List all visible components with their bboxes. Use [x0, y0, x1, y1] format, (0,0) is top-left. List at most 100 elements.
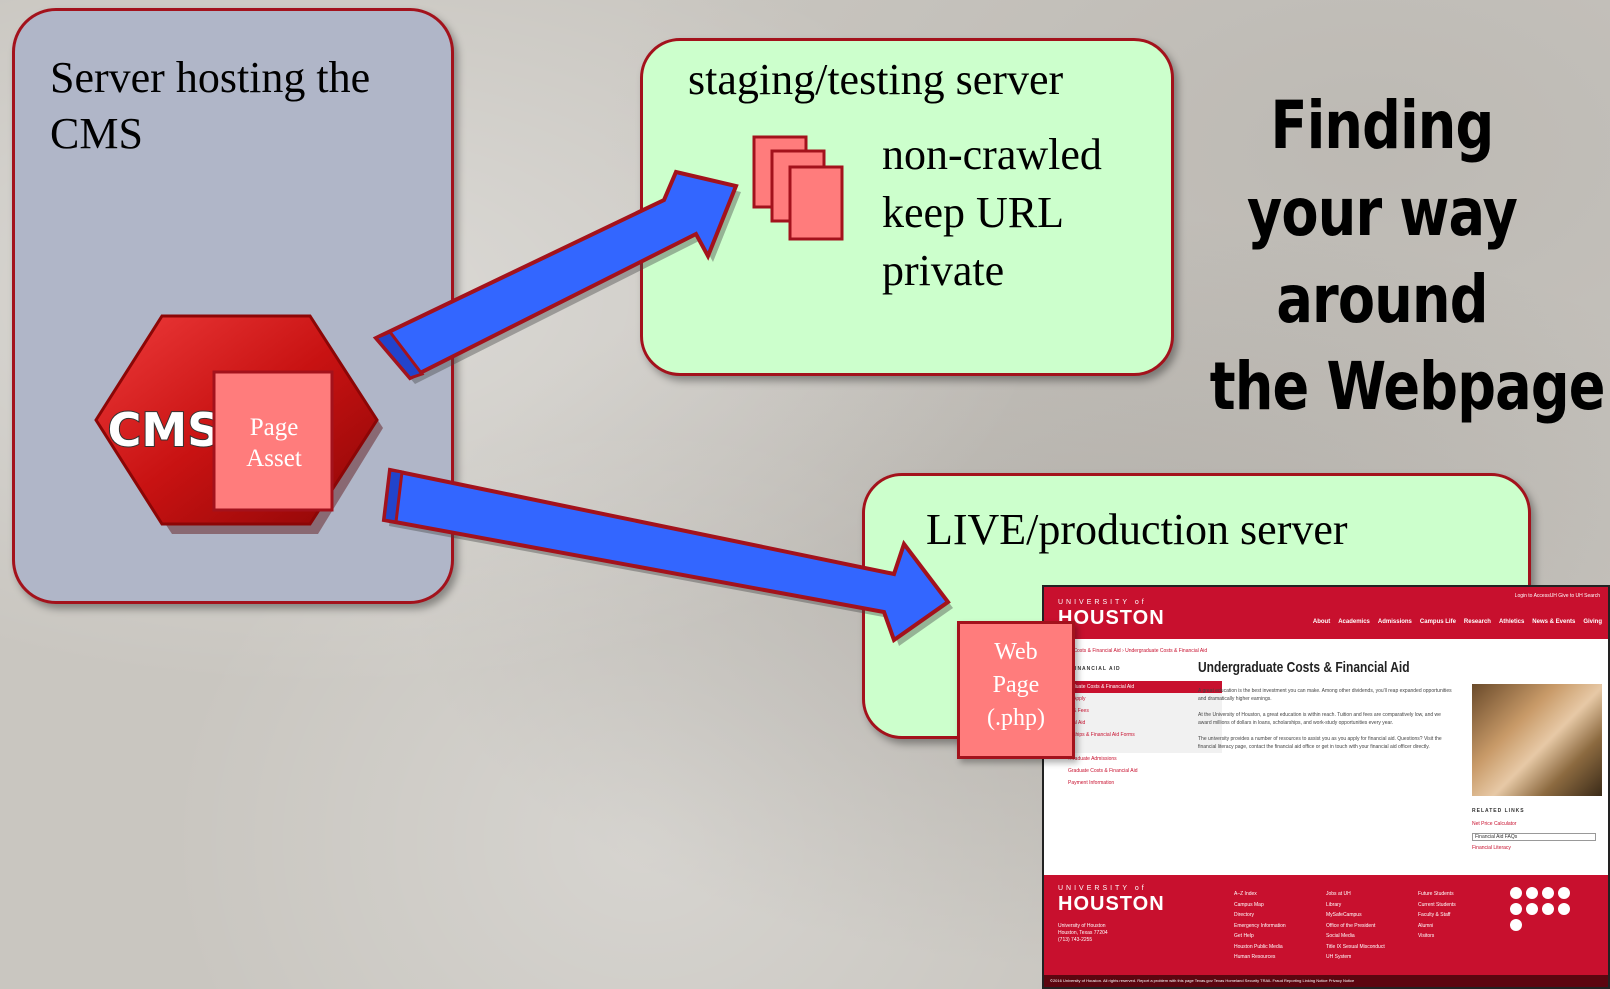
- footer-link: Future Students: [1418, 891, 1454, 897]
- pinterest-icon: [1558, 903, 1570, 915]
- site-sidebar-item: [1064, 741, 1222, 753]
- web-page-label: Web Page (.php): [960, 636, 1072, 735]
- site-nav: About Academics Admissions Campus Life R…: [1313, 619, 1602, 625]
- twitter-icon: [1526, 887, 1538, 899]
- facebook-icon: [1510, 887, 1522, 899]
- site-related-title: RELATED LINKS: [1472, 808, 1525, 814]
- footer-col-3: Future Students Current Students Faculty…: [1418, 889, 1456, 942]
- site-sidebar-item: …ships & Financial Aid Forms: [1064, 729, 1222, 741]
- web-page-line: Web: [994, 639, 1038, 665]
- footer-link: Houston Public Media: [1234, 943, 1283, 950]
- footer-link: MySafeCampus: [1326, 912, 1362, 918]
- site-nav-item: About: [1312, 619, 1331, 625]
- linkedin-icon: [1510, 903, 1522, 915]
- footer-link: Alumni: [1418, 922, 1434, 929]
- site-paragraph: The university provides a number of reso…: [1198, 736, 1442, 750]
- site-sidebar-item: …al Aid: [1064, 717, 1222, 729]
- website-screenshot: UNIVERSITY of HOUSTON Login to AccessUH …: [1042, 585, 1610, 989]
- page-title: Finding your way around the Webpage: [1209, 82, 1606, 430]
- staging-note: non-crawled: [882, 130, 1102, 179]
- footer-logo: HOUSTON: [1058, 893, 1165, 915]
- site-related-link: Financial Aid FAQs: [1472, 833, 1596, 841]
- site-sidebar-item: …raduate Admissions: [1068, 756, 1117, 762]
- site-photo: [1472, 684, 1602, 796]
- footer-link: Human Resources: [1234, 954, 1276, 960]
- title-line: Finding: [1270, 87, 1495, 164]
- site-nav-item: Admissions: [1377, 619, 1412, 625]
- site-nav-item: Athletics: [1498, 619, 1525, 625]
- cms-server-title: Server hosting the CMS: [50, 53, 371, 158]
- arrow-to-live-tail: [382, 468, 404, 524]
- site-footer: UNIVERSITY of HOUSTON University of Hous…: [1044, 875, 1608, 975]
- site-sidebar: …duate Costs & Financial Aid …Apply …& F…: [1064, 681, 1222, 789]
- footer-address: University of Houston Houston, Texas 772…: [1058, 923, 1108, 944]
- site-sidebar-title: & FINANCIAL AID: [1064, 666, 1121, 672]
- footer-link: Get Help: [1234, 933, 1254, 939]
- site-logo-small: UNIVERSITY of: [1058, 599, 1147, 606]
- staging-note: private: [882, 246, 1005, 295]
- instagram-icon: [1542, 887, 1554, 899]
- page-asset-line: Page: [249, 414, 299, 441]
- page-asset-label: Page Asset: [216, 412, 332, 474]
- web-page-line: (.php): [987, 705, 1045, 731]
- footer-col-1: A–Z Index Campus Map Directory Emergency…: [1234, 889, 1286, 963]
- site-nav-item: Academics: [1338, 619, 1370, 625]
- cms-label: CMS: [108, 403, 221, 457]
- site-nav-item: Research: [1463, 619, 1491, 625]
- footer-link: UH System: [1326, 954, 1352, 960]
- arrow-to-staging: [372, 169, 739, 381]
- site-breadcrumb: … › Costs & Financial Aid › Undergraduat…: [1064, 648, 1208, 654]
- footer-link: Current Students: [1418, 901, 1456, 908]
- site-sidebar-item: …Apply: [1064, 693, 1222, 705]
- footer-link: Office of the President: [1326, 922, 1376, 929]
- site-related-link: Net Price Calculator: [1472, 821, 1517, 827]
- site-sidebar-item: Payment Information: [1068, 780, 1115, 786]
- site-sidebar-item: …duate Costs & Financial Aid: [1064, 681, 1222, 693]
- site-nav-item: News & Events: [1532, 619, 1576, 625]
- web-page-line: Page: [992, 672, 1040, 698]
- footer-logo-small: UNIVERSITY of: [1058, 885, 1147, 892]
- footer-address-line: Houston, Texas 77204: [1058, 930, 1108, 936]
- footer-col-2: Jobs at UH Library MySafeCampus Office o…: [1326, 889, 1385, 963]
- youtube-icon: [1510, 919, 1522, 931]
- site-heading: Undergraduate Costs & Financial Aid: [1198, 659, 1410, 676]
- site-nav-item: Giving: [1583, 619, 1602, 625]
- site-sidebar-item: …& Fees: [1064, 705, 1222, 717]
- site-paragraph: A great education is the best investment…: [1198, 688, 1452, 702]
- staging-note: keep URL: [882, 188, 1065, 237]
- page-asset-doc: [212, 370, 334, 512]
- live-server-title: LIVE/production server: [926, 505, 1348, 554]
- footer-link: Visitors: [1418, 933, 1435, 939]
- footer-link: Faculty & Staff: [1418, 912, 1451, 918]
- footer-link: Emergency Information: [1234, 922, 1286, 929]
- site-nav-item: Campus Life: [1419, 619, 1456, 625]
- footer-address-line: University of Houston: [1058, 923, 1106, 929]
- web-page-doc: Web Page (.php): [957, 621, 1075, 759]
- site-utility-links: Login to AccessUH Give to UH Search: [1514, 593, 1600, 599]
- staging-server-title: staging/testing server: [688, 55, 1064, 104]
- arrow-to-staging-tail: [373, 330, 425, 380]
- footer-link: Directory: [1234, 912, 1255, 918]
- site-header: UNIVERSITY of HOUSTON Login to AccessUH …: [1044, 587, 1608, 639]
- title-line: around: [1276, 261, 1488, 338]
- googleplus-icon: [1526, 903, 1538, 915]
- site-logo: HOUSTON: [1058, 607, 1165, 629]
- site-bottom-text: ©2016 University of Houston. All rights …: [1050, 978, 1355, 983]
- snapchat-icon: [1558, 887, 1570, 899]
- site-related-link: Financial Literacy: [1472, 845, 1511, 851]
- footer-link: Social Media: [1326, 933, 1355, 939]
- title-line: the Webpage: [1209, 348, 1606, 425]
- footer-link: Jobs at UH: [1326, 891, 1351, 897]
- site-paragraph: At the University of Houston, a great ed…: [1198, 712, 1441, 726]
- arrow-to-live: [381, 467, 951, 644]
- footer-link: Library: [1326, 901, 1342, 908]
- site-sidebar-item: Graduate Costs & Financial Aid: [1068, 768, 1138, 774]
- staging-notes: non-crawled keep URL private: [882, 126, 1102, 300]
- footer-link: Campus Map: [1234, 901, 1264, 908]
- title-line: your way: [1246, 174, 1518, 251]
- tumblr-icon: [1542, 903, 1554, 915]
- footer-link: Title IX Sexual Misconduct: [1326, 943, 1385, 950]
- staging-doc: [788, 165, 844, 241]
- footer-address-line: (713) 743-2255: [1058, 937, 1093, 943]
